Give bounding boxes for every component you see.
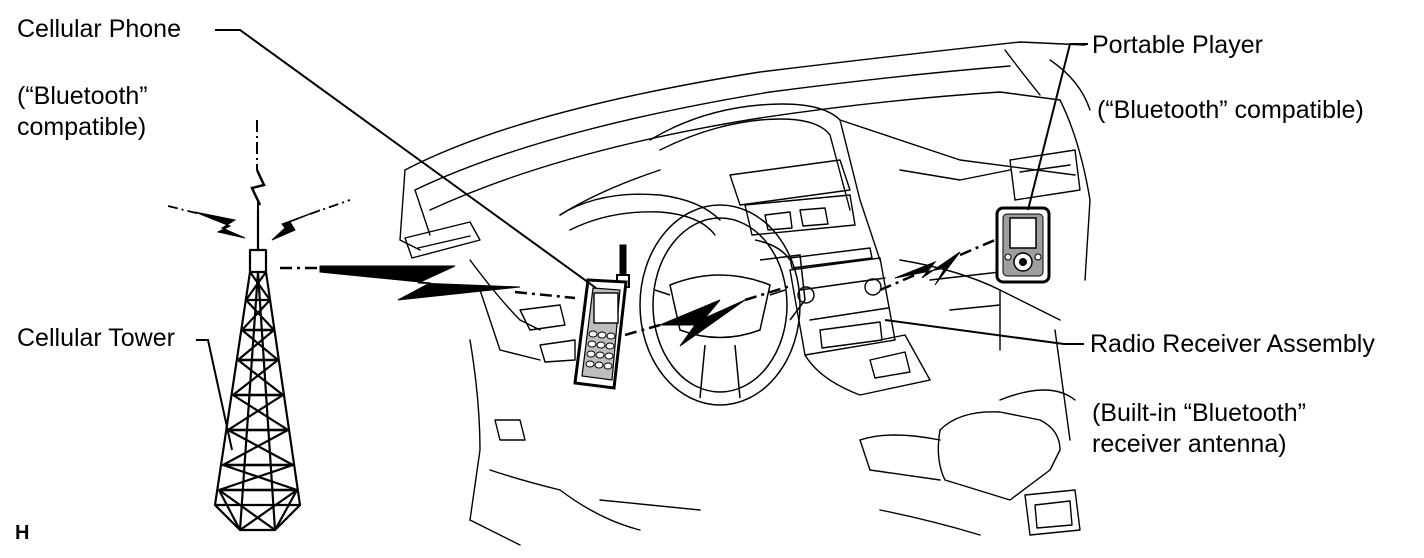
wireless-signals [167, 169, 996, 347]
cellular-tower-illustration [213, 120, 302, 532]
label-radio-receiver-note-line1: (Built-in “Bluetooth” [1092, 399, 1306, 427]
leader-lines [196, 29, 1088, 451]
figure-mark: H [15, 522, 30, 544]
label-radio-receiver: Radio Receiver Assembly [1090, 330, 1375, 358]
label-cellular-phone-note-line2: compatible) [17, 113, 147, 141]
label-cellular-phone-note-line1: (“Bluetooth” [17, 82, 148, 110]
label-cellular-tower: Cellular Tower [17, 324, 175, 352]
portable-player-illustration [995, 206, 1051, 284]
label-portable-player-note: (“Bluetooth” compatible) [1097, 96, 1364, 124]
steering-wheel [639, 204, 806, 406]
dashboard-outline [399, 41, 1091, 546]
label-cellular-phone: Cellular Phone [17, 15, 181, 43]
label-radio-receiver-note-line2: receiver antenna) [1092, 430, 1287, 458]
cellular-phone-illustration [573, 244, 630, 390]
label-portable-player: Portable Player [1092, 31, 1263, 59]
